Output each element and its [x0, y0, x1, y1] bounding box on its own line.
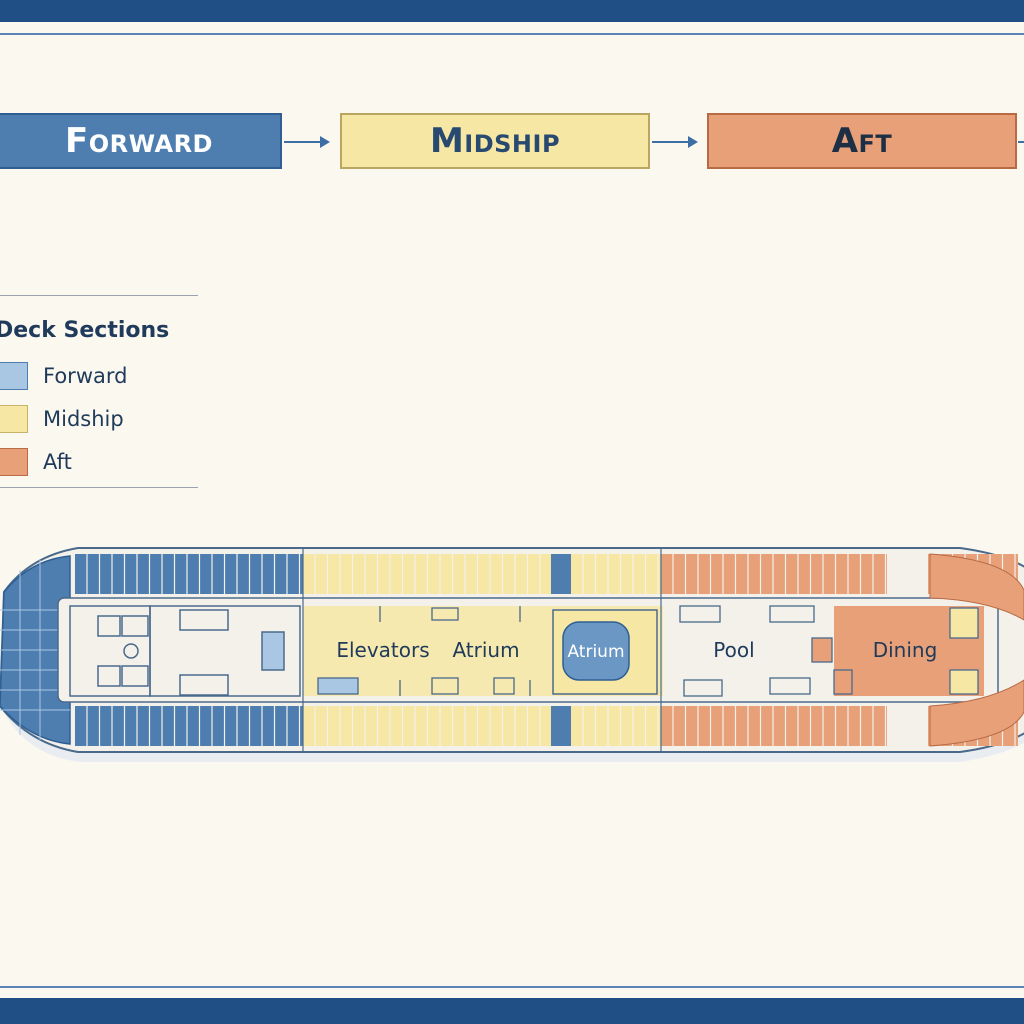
arrow-right-icon — [1018, 141, 1024, 143]
atrium-core — [562, 621, 630, 681]
flow-forward-label: Forward — [65, 121, 213, 161]
legend-top-rule — [0, 295, 198, 296]
arrow-right-icon — [284, 136, 330, 148]
label-elevators: Elevators — [336, 638, 429, 662]
label-pool: Pool — [713, 638, 754, 662]
bottom-frame-bar — [0, 998, 1024, 1024]
flow-forward-box: Forward — [0, 113, 282, 169]
forward-rooms — [69, 605, 301, 697]
bow-window-grid — [0, 560, 70, 740]
flow-aft-label: Aft — [831, 121, 893, 161]
label-atrium-core: Atrium — [567, 642, 624, 662]
arrow-right-icon — [652, 136, 698, 148]
top-frame-line — [0, 33, 1024, 35]
cabins-bottom-aft — [661, 706, 887, 746]
label-atrium: Atrium — [452, 638, 519, 662]
cabins-top-stair — [551, 554, 571, 594]
legend-label-midship: Midship — [43, 407, 124, 431]
flow-midship-label: Midship — [429, 121, 561, 161]
deck-plan: Elevators Atrium Atrium Pool Dining — [0, 547, 1024, 762]
legend-label-forward: Forward — [43, 364, 128, 388]
legend-label-aft: Aft — [43, 450, 72, 474]
legend-swatch-midship — [0, 405, 28, 433]
cabins-bottom-midship-2 — [571, 706, 661, 746]
legend-title: Deck Sections — [0, 318, 170, 343]
label-dining: Dining — [873, 638, 938, 662]
flow-midship-box: Midship — [340, 113, 650, 169]
cabins-top-midship-2 — [571, 554, 661, 594]
legend-bottom-rule — [0, 487, 198, 488]
cabins-bottom-stair — [551, 706, 571, 746]
bottom-frame-line — [0, 986, 1024, 988]
legend-swatch-forward — [0, 362, 28, 390]
legend-swatch-aft — [0, 448, 28, 476]
top-frame-bar — [0, 0, 1024, 22]
cabins-top-aft — [661, 554, 887, 594]
midship-rooms — [317, 606, 531, 696]
cabins-top-forward — [75, 554, 303, 594]
flow-aft-box: Aft — [707, 113, 1017, 169]
cabins-bottom-forward — [75, 706, 303, 746]
stern-cabins-top — [929, 553, 1024, 621]
aft-rooms — [679, 605, 979, 697]
